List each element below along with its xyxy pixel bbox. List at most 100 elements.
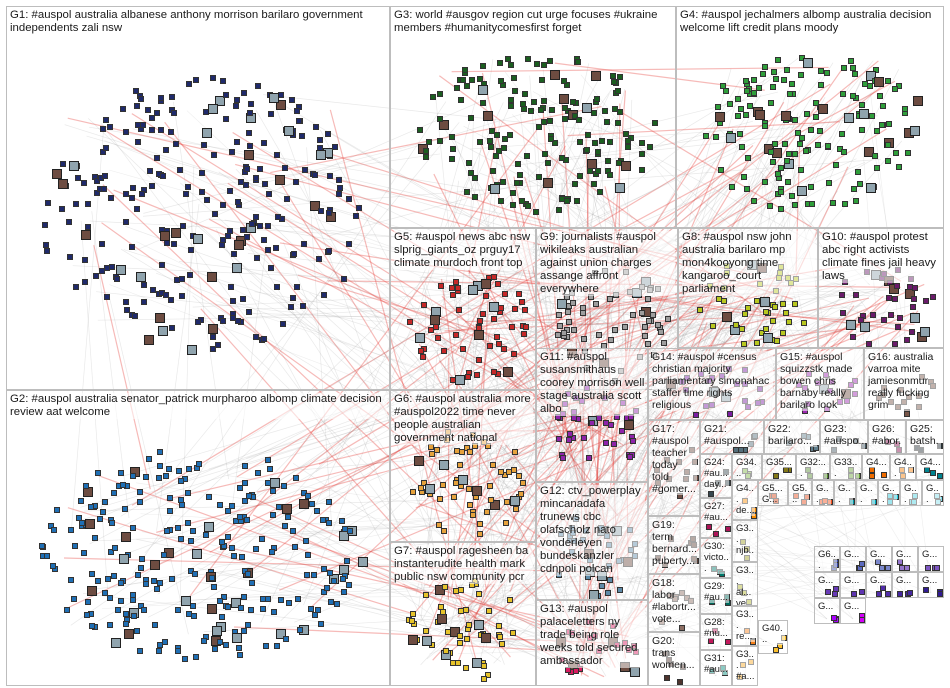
graph-node[interactable] xyxy=(215,96,226,107)
graph-node[interactable] xyxy=(605,158,612,165)
graph-node[interactable] xyxy=(797,140,804,147)
graph-node[interactable] xyxy=(153,154,160,161)
graph-node[interactable] xyxy=(174,606,181,613)
graph-node[interactable] xyxy=(598,583,605,590)
graph-node[interactable] xyxy=(467,114,474,121)
graph-node[interactable] xyxy=(234,139,241,146)
graph-node[interactable] xyxy=(570,299,577,306)
graph-node[interactable] xyxy=(293,284,300,291)
graph-node[interactable] xyxy=(511,74,518,81)
graph-node[interactable] xyxy=(326,519,333,526)
graph-node[interactable] xyxy=(211,646,218,653)
graph-node[interactable] xyxy=(192,549,203,560)
graph-node[interactable] xyxy=(588,420,595,427)
graph-node[interactable] xyxy=(423,592,430,599)
graph-node[interactable] xyxy=(358,557,369,568)
graph-node[interactable] xyxy=(496,60,503,67)
graph-node[interactable] xyxy=(249,221,256,228)
graph-node[interactable] xyxy=(852,292,859,299)
graph-node[interactable] xyxy=(652,120,659,127)
graph-node[interactable] xyxy=(540,62,547,69)
graph-node[interactable] xyxy=(466,160,473,167)
graph-node[interactable] xyxy=(477,85,488,96)
graph-node[interactable] xyxy=(903,337,910,344)
graph-node[interactable] xyxy=(132,88,139,95)
graph-node[interactable] xyxy=(607,296,614,303)
graph-node[interactable] xyxy=(336,176,343,183)
graph-node[interactable] xyxy=(95,578,102,585)
graph-node[interactable] xyxy=(726,132,737,143)
graph-node[interactable] xyxy=(615,182,626,193)
graph-node[interactable] xyxy=(293,108,300,115)
graph-node[interactable] xyxy=(136,488,143,495)
graph-node[interactable] xyxy=(437,90,444,97)
graph-node[interactable] xyxy=(869,473,876,479)
graph-node[interactable] xyxy=(471,486,482,496)
graph-node[interactable] xyxy=(750,90,757,97)
graph-node[interactable] xyxy=(930,470,937,477)
graph-node[interactable] xyxy=(590,70,601,81)
graph-node[interactable] xyxy=(245,130,252,137)
graph-node[interactable] xyxy=(133,205,140,212)
graph-node[interactable] xyxy=(510,201,517,208)
graph-node[interactable] xyxy=(89,571,96,578)
graph-node[interactable] xyxy=(792,151,799,158)
graph-node[interactable] xyxy=(878,121,885,128)
graph-node[interactable] xyxy=(871,152,878,159)
graph-node[interactable] xyxy=(483,508,490,515)
graph-node[interactable] xyxy=(202,531,209,538)
graph-node[interactable] xyxy=(512,87,519,94)
graph-node[interactable] xyxy=(305,552,312,559)
graph-node[interactable] xyxy=(464,83,471,90)
graph-node[interactable] xyxy=(143,474,150,481)
graph-node[interactable] xyxy=(247,109,254,116)
graph-node[interactable] xyxy=(712,133,719,140)
graph-node[interactable] xyxy=(153,109,160,116)
graph-node[interactable] xyxy=(219,237,226,244)
graph-node[interactable] xyxy=(879,103,886,110)
graph-node[interactable] xyxy=(249,579,256,586)
graph-node[interactable] xyxy=(489,461,496,468)
graph-node[interactable] xyxy=(840,91,847,98)
graph-node[interactable] xyxy=(746,103,753,110)
graph-node[interactable] xyxy=(561,115,568,122)
graph-node[interactable] xyxy=(770,84,777,91)
graph-node[interactable] xyxy=(269,549,276,556)
graph-node[interactable] xyxy=(75,515,82,522)
graph-node[interactable] xyxy=(929,293,936,300)
graph-node[interactable] xyxy=(645,318,652,325)
graph-node[interactable] xyxy=(80,549,87,556)
graph-node[interactable] xyxy=(281,165,288,172)
graph-node[interactable] xyxy=(839,131,846,138)
graph-node[interactable] xyxy=(540,119,547,126)
graph-node[interactable] xyxy=(892,85,899,92)
graph-node[interactable] xyxy=(50,563,57,570)
graph-node[interactable] xyxy=(232,632,243,643)
graph-node[interactable] xyxy=(334,601,341,608)
graph-node[interactable] xyxy=(874,164,880,171)
graph-node[interactable] xyxy=(71,596,78,603)
graph-node[interactable] xyxy=(149,126,156,133)
graph-node[interactable] xyxy=(225,534,232,541)
graph-node[interactable] xyxy=(859,588,865,595)
graph-node[interactable] xyxy=(191,571,198,578)
graph-node[interactable] xyxy=(521,330,528,337)
graph-node[interactable] xyxy=(252,546,259,553)
graph-node[interactable] xyxy=(587,167,594,174)
graph-node[interactable] xyxy=(185,489,192,496)
graph-node[interactable] xyxy=(849,93,856,100)
graph-node[interactable] xyxy=(224,233,231,240)
graph-node[interactable] xyxy=(817,127,824,134)
graph-node[interactable] xyxy=(726,411,733,418)
graph-node[interactable] xyxy=(253,174,260,181)
graph-node[interactable] xyxy=(500,179,507,186)
graph-node[interactable] xyxy=(885,295,892,302)
graph-node[interactable] xyxy=(343,558,350,564)
graph-node[interactable] xyxy=(440,609,447,616)
graph-node[interactable] xyxy=(859,108,870,119)
graph-node[interactable] xyxy=(82,482,89,489)
graph-node[interactable] xyxy=(451,493,458,500)
graph-node[interactable] xyxy=(73,284,80,291)
graph-node[interactable] xyxy=(808,200,815,207)
graph-node[interactable] xyxy=(460,77,467,84)
